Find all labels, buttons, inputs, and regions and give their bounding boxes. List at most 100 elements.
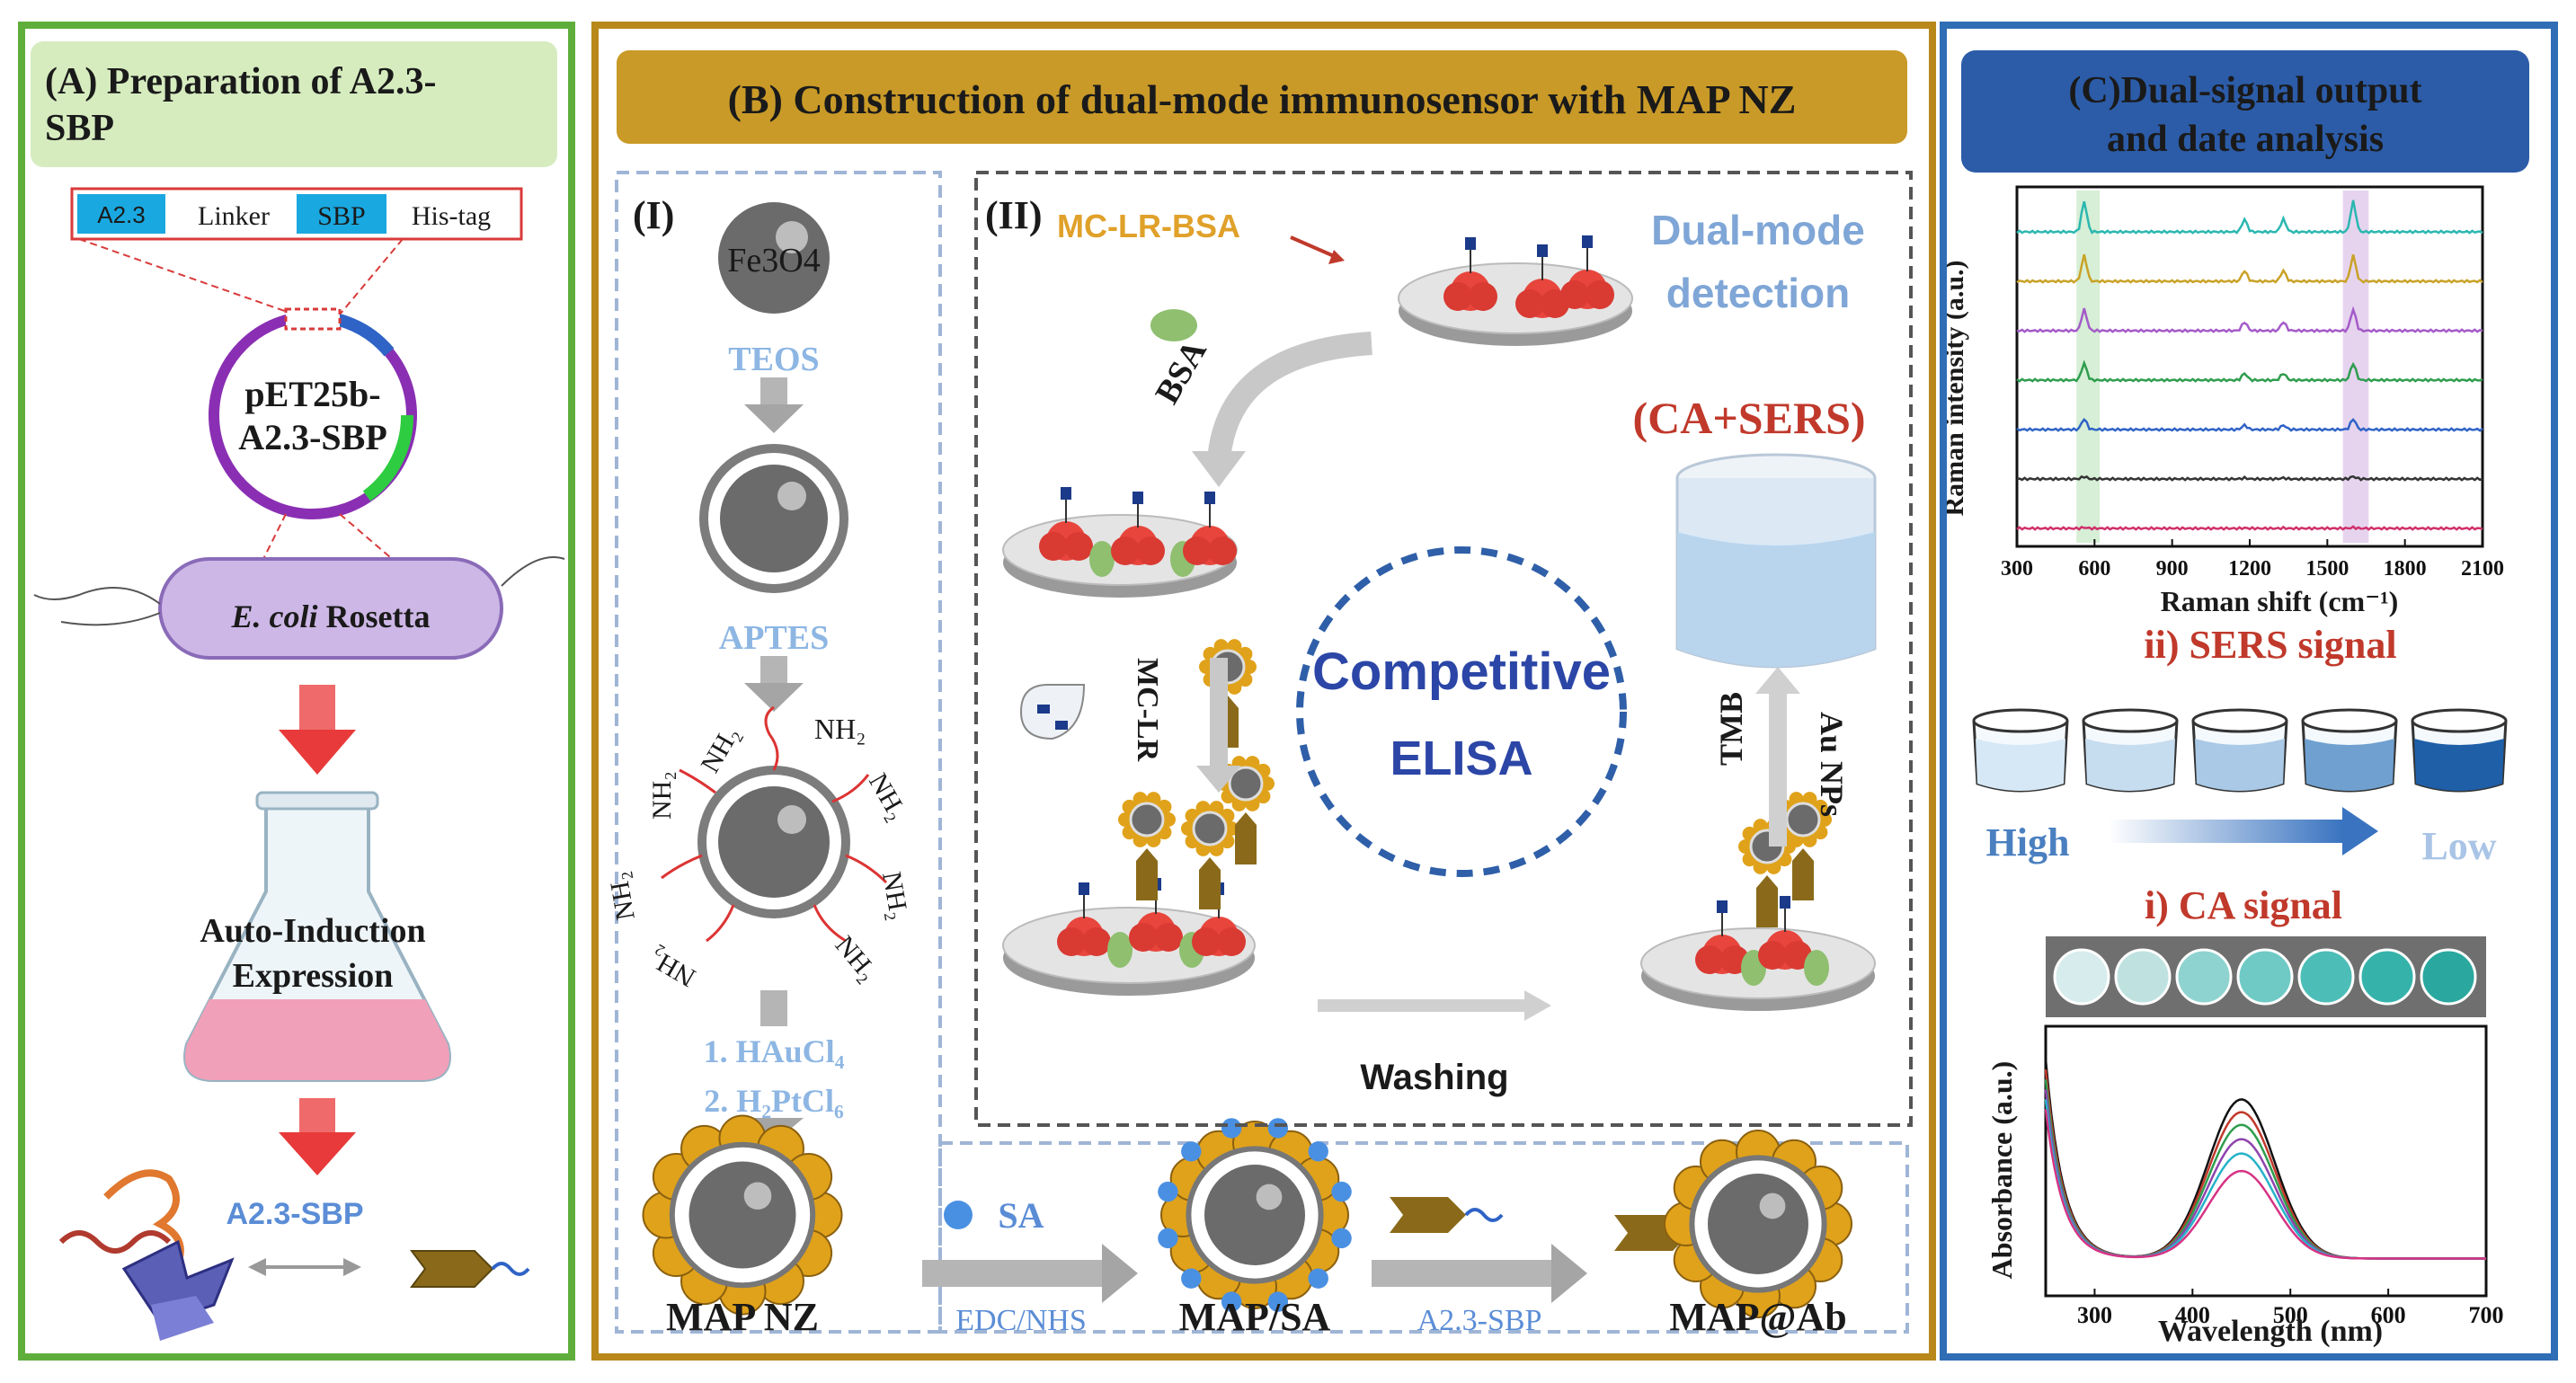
nh2-label-2: NH₂ [863,768,912,825]
section-ii-label: (II) [985,193,1043,237]
map-sa-particle [1158,1118,1352,1312]
cup-icon [1972,708,2069,793]
panel-a-canvas: (A) Preparation of A2.3- SBP A2.3 Linker… [31,41,565,1341]
gray-arrow-icon [744,377,804,433]
map-sa-label: MAP/SA [1179,1295,1331,1339]
construct-a23-label: A2.3 [97,201,146,228]
ecoli-icon [33,556,565,660]
panel-a-title-box [31,41,557,167]
sers-signal-label: ii) SERS signal [2144,623,2396,667]
raman-tick-label: 300 [2001,557,2033,581]
raman-tick-label: 1800 [2384,557,2427,581]
nh2-label-6: NH₂ [603,870,641,923]
competitive-label: Competitive [1312,643,1611,701]
gradient-arrow [2109,820,2342,843]
nh2-label-7: NH₂ [647,771,677,820]
mc-lr-drop-icon [1019,684,1086,740]
panel-b-title-box [617,50,1907,144]
raman-series-line [2016,306,2483,333]
mc-lr-bsa-label: MC-LR-BSA [1057,208,1240,244]
gray-arrow-icon-8 [1318,990,1551,1021]
map-ab-label: MAP@Ab [1669,1295,1846,1339]
plasmid-label-2: A2.3-SBP [238,417,387,457]
cup-icon [2411,708,2508,793]
gray-arrow-icon-9 [1755,667,1800,847]
edc-label: EDC/NHS [955,1304,1086,1337]
nh2-label-8: NH₂ [695,721,744,777]
nh2-label-1: NH₂ [814,713,866,745]
map-nz-particle [642,1114,843,1316]
construct-linker-label: Linker [198,201,270,231]
curved-arrow [1207,332,1372,462]
uv-tick-label: 600 [2371,1302,2406,1328]
plasmid-label-1: pET25b- [244,374,380,414]
bsa-blob [1150,309,1197,341]
raman-tick-label: 2100 [2461,557,2504,581]
panel-b: (B) Construction of dual-mode immunosens… [591,22,1936,1361]
nh2-label-4: NH₂ [830,930,884,986]
gray-arrow-icon-5 [922,1244,1138,1303]
construct-sbp [297,194,386,234]
raman-series-line [2016,474,2483,482]
panel-a-title-line1: (A) Preparation of A2.3- [45,61,436,102]
ecoli-label: E. coli Rosetta [231,598,431,634]
raman-series-line [2016,359,2483,383]
amine-particle [661,705,888,943]
well-icon [2114,948,2172,1006]
uv-tick-label: 400 [2175,1302,2210,1328]
product-label: A2.3-SBP [226,1197,363,1231]
construct-sbp-label: SBP [317,201,365,231]
uv-tick-label: 300 [2077,1302,2112,1328]
raman-series-line [2016,525,2483,531]
antibody-icon-b [1390,1197,1504,1233]
flask-icon [183,791,451,1082]
uv-ylabel: Absorbance (a.u.) [1985,1061,2018,1280]
tmb-label: TMB [1713,692,1749,766]
down-arrow-icon-2 [279,1098,356,1175]
bsa-label: BSA [1148,333,1214,411]
cup-icon [2191,708,2288,793]
reaction-beaker [1675,453,1877,669]
uv-xlabel: Wavelength (nm) [2158,1315,2383,1348]
uv-tick-label: 700 [2469,1302,2504,1328]
aptes-label: APTES [719,619,829,657]
uv-chart: 300 400 500 600 700 [2044,1024,2504,1328]
well-icon [2175,948,2233,1006]
section-i-label: (I) [633,193,674,237]
competitive-elisa-circle [1296,546,1627,877]
sa-label: SA [998,1195,1044,1236]
plasmid-icon [209,307,417,519]
gray-arrow-icon-6 [1372,1244,1587,1303]
antibody-icon [410,1250,530,1288]
map-ab-particle [1664,1130,1852,1318]
raman-series-line [2016,418,2483,432]
metal-step-2: 2. H₂PtCl₆ [704,1083,844,1119]
color-cups [1972,708,2508,793]
fe3o4-label: Fe3O4 [727,242,820,279]
nh2-label-3: NH₂ [876,869,914,922]
uv-tick-label: 500 [2273,1302,2308,1328]
washing-label: Washing [1360,1058,1508,1097]
nh2-label-5: NH₂ [644,943,700,992]
gray-arrow-icon-2 [744,656,804,712]
sa-dot [944,1201,973,1229]
construct-a23 [77,194,165,234]
gray-arrow-icon-3 [760,990,787,1026]
high-label: High [1986,820,2070,864]
raman-tick-label: 1200 [2228,557,2271,581]
ca-signal-label: i) CA signal [2145,883,2342,927]
well-icon [2053,948,2110,1006]
double-arrow-icon [248,1258,361,1276]
gray-arrow-icon-7 [1196,658,1241,793]
section-ii-frame [974,171,1913,1127]
expression-label-1: Auto-Induction [200,912,425,950]
well-strip [2053,948,2477,1006]
mc-lr-label: MC-LR [1131,658,1164,762]
map-nz-label: MAP NZ [666,1295,819,1339]
panel-c-canvas: (C)Dual-signal output and date analysis … [1947,50,2529,1348]
raman-series-line [2016,253,2483,284]
well-icon [2236,948,2294,1006]
uv-series-line [2044,1109,2486,1260]
panel-b-canvas: (B) Construction of dual-mode immunosens… [603,50,1913,1339]
